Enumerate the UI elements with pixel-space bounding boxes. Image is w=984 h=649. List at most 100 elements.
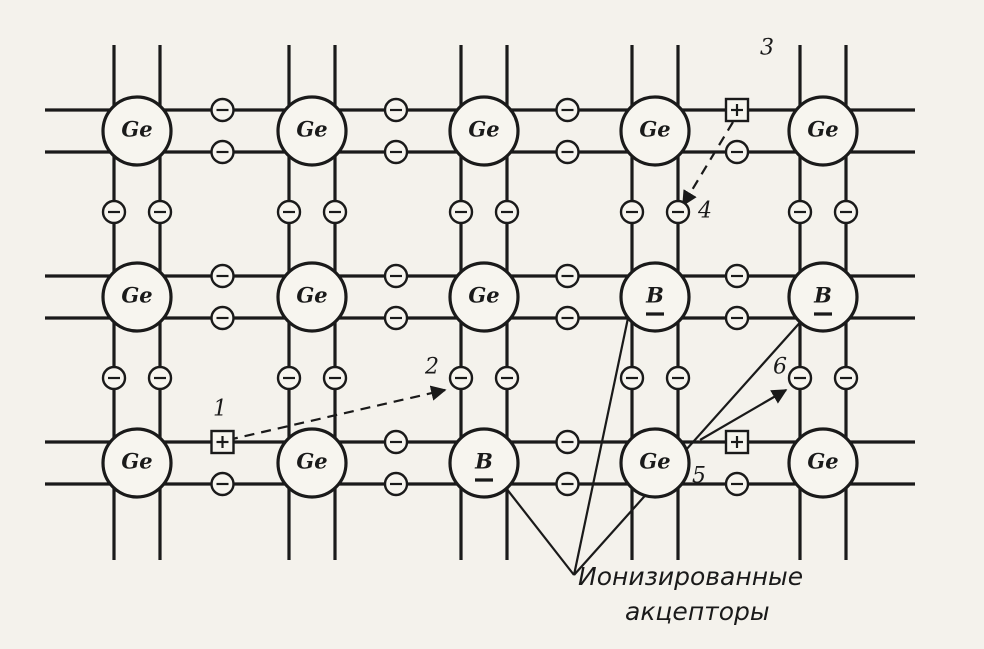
- electron-minus-icon: [276, 199, 302, 225]
- atom-circle: [448, 261, 520, 333]
- atom-ge: Ge: [101, 427, 173, 499]
- atom-b: B: [787, 261, 859, 333]
- hole-plus-icon: [724, 429, 750, 455]
- caption-line-2: акцепторы: [625, 597, 770, 626]
- caption-line-1: Ионизированные: [578, 562, 803, 591]
- electron-minus-icon: [383, 139, 409, 165]
- atom-circle: [276, 95, 348, 167]
- atom-circle: [101, 427, 173, 499]
- atom-symbol: Ge: [121, 283, 152, 308]
- marker-label-2: 2: [424, 355, 439, 380]
- electron-minus-icon: [147, 199, 173, 225]
- atom-ge: Ge: [276, 95, 348, 167]
- electron-minus-icon: [555, 429, 580, 455]
- acceptor-pointer-line: [572, 317, 630, 576]
- atom-ge: Ge: [619, 427, 691, 499]
- electron-minus-icon: [147, 365, 173, 391]
- atom-symbol: Ge: [121, 117, 152, 142]
- electron-minus-icon: [619, 365, 645, 391]
- electron-minus-icon: [494, 199, 520, 225]
- atom-symbol: Ge: [639, 117, 670, 142]
- atom-circle: [276, 427, 348, 499]
- electron-minus-icon: [210, 263, 235, 289]
- electron-minus-icon: [383, 97, 409, 123]
- electron-minus-icon: [665, 199, 691, 225]
- hole-plus-icon: [724, 97, 750, 123]
- electron-minus-icon: [724, 305, 750, 331]
- acceptor-pointer-line: [505, 487, 575, 576]
- marker-label-5: 5: [692, 464, 706, 489]
- atom-symbol: Ge: [639, 449, 670, 474]
- electron-minus-icon: [210, 471, 235, 497]
- atom-circle: [276, 261, 348, 333]
- atom-circle: [787, 427, 859, 499]
- electron-minus-icon: [101, 365, 127, 391]
- electron-minus-icon: [787, 365, 813, 391]
- atom-symbol: Ge: [807, 117, 838, 142]
- electron-minus-icon: [448, 199, 474, 225]
- atom-circle: [101, 95, 173, 167]
- arrow-1-to-2: [227, 385, 447, 442]
- atom-circle: [448, 95, 520, 167]
- hole-plus-icon: [210, 429, 235, 455]
- atom-circle: [619, 261, 691, 333]
- atom-symbol: Ge: [296, 283, 327, 308]
- marker-label-1: 1: [213, 397, 227, 422]
- atom-ge: Ge: [448, 261, 520, 333]
- electron-minus-icon: [448, 365, 474, 391]
- electron-minus-icon: [665, 365, 691, 391]
- electron-minus-icon: [276, 365, 302, 391]
- electron-minus-icon: [833, 365, 859, 391]
- marker-label-6: 6: [773, 355, 787, 380]
- electron-minus-icon: [322, 199, 348, 225]
- marker-label-4: 4: [697, 199, 712, 224]
- electron-minus-icon: [787, 199, 813, 225]
- atom-symbol: Ge: [121, 449, 152, 474]
- electron-minus-icon: [494, 365, 520, 391]
- electron-minus-icon: [383, 305, 409, 331]
- atom-circle: [787, 261, 859, 333]
- atom-b: B: [448, 427, 520, 499]
- atom-ge: Ge: [101, 261, 173, 333]
- atom-circle: [787, 95, 859, 167]
- electron-minus-icon: [210, 305, 235, 331]
- atom-symbol: Ge: [296, 449, 327, 474]
- atom-ge: Ge: [448, 95, 520, 167]
- arrow-5-to-6: [699, 389, 788, 441]
- holes: [210, 97, 750, 455]
- electron-minus-icon: [724, 139, 750, 165]
- electron-minus-icon: [210, 139, 235, 165]
- atom-symbol: Ge: [807, 449, 838, 474]
- arrow-3-to-4: [682, 121, 734, 207]
- atom-circle: [619, 95, 691, 167]
- electron-minus-icon: [383, 429, 409, 455]
- electron-minus-icon: [101, 199, 127, 225]
- atom-ge: Ge: [276, 427, 348, 499]
- electron-minus-icon: [833, 199, 859, 225]
- atom-b: B: [619, 261, 691, 333]
- electron-minus-icon: [555, 263, 580, 289]
- atom-circle: [101, 261, 173, 333]
- electron-minus-icon: [210, 97, 235, 123]
- atom-symbol: Ge: [468, 283, 499, 308]
- acceptor-pointer-line: [573, 317, 805, 576]
- atom-ge: Ge: [619, 95, 691, 167]
- atom-ge: Ge: [276, 261, 348, 333]
- atom-symbol: B: [645, 283, 664, 308]
- electron-minus-icon: [619, 199, 645, 225]
- atom-symbol: B: [813, 283, 832, 308]
- electron-minus-icon: [555, 139, 580, 165]
- electron-minus-icon: [555, 305, 580, 331]
- electron-minus-icon: [383, 263, 409, 289]
- atom-circle: [619, 427, 691, 499]
- atom-symbol: Ge: [468, 117, 499, 142]
- electron-minus-icon: [555, 97, 580, 123]
- atom-ge: Ge: [787, 95, 859, 167]
- atom-ge: Ge: [787, 427, 859, 499]
- atom-symbol: Ge: [296, 117, 327, 142]
- atom-ge: Ge: [101, 95, 173, 167]
